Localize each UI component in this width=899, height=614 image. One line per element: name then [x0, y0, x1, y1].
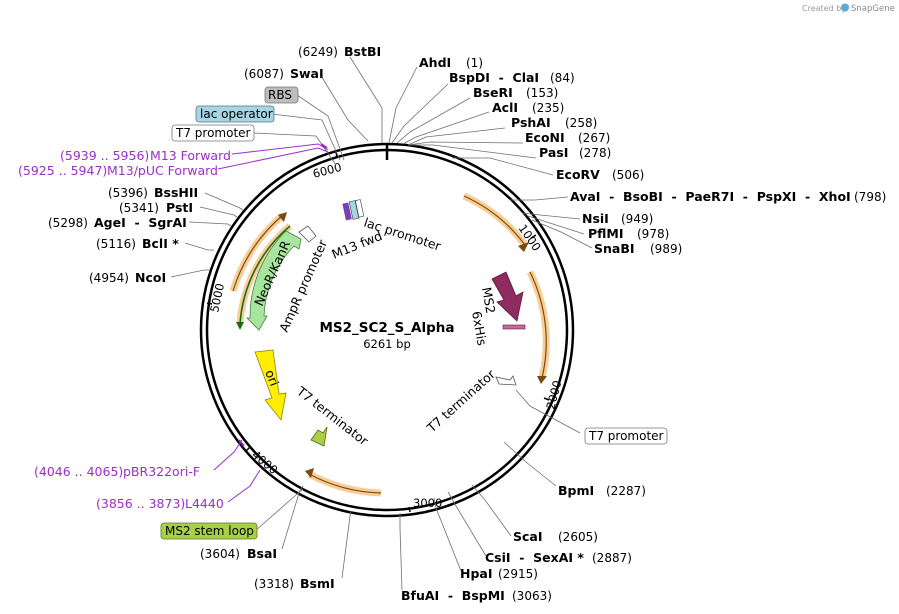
site-pos-pshai: (258)	[565, 116, 597, 130]
site-pos-bseri: (153)	[526, 86, 558, 100]
box-lac-operator-label: lac operator	[200, 107, 273, 121]
neor-kanr-arrow	[246, 230, 302, 331]
primer-pbr322ori-f: pBR322ori-F	[123, 464, 200, 479]
box-t7-promoter-right-label: T7 promoter	[588, 429, 664, 443]
site-pos-bspdi-clai: (84)	[550, 71, 575, 85]
primers: (5939 .. 5956) M13 Forward (5925 .. 5947…	[18, 148, 231, 511]
tick-label-5000: 5000	[207, 282, 227, 314]
primer-m13-forward: M13 Forward	[150, 148, 231, 163]
site-econi: EcoNI	[525, 130, 565, 145]
site-pos-ecorv: (506)	[612, 168, 644, 182]
site-scai: ScaI	[513, 529, 543, 544]
site-pos-econi: (267)	[578, 131, 610, 145]
site-pos-bsai: (3604)	[200, 547, 240, 561]
box-lac-operator	[195, 105, 275, 123]
feature-t7-terminator-left: T7 terminator	[293, 383, 371, 449]
box-rbs-label: RBS	[268, 88, 292, 102]
site-bsai: BsaI	[247, 546, 277, 561]
primer-range-m13-forward: (5939 .. 5956)	[60, 148, 149, 163]
site-pflmi: PflMI	[588, 226, 624, 241]
site-hpai: HpaI	[460, 566, 493, 581]
site-pos-bsmi: (3318)	[254, 577, 294, 591]
box-ms2-stem-loop-label: MS2 stem loop	[165, 524, 254, 538]
site-acli: AclI	[492, 100, 518, 115]
site-snabi: SnaBI	[594, 241, 635, 256]
site-pos-acli: (235)	[532, 101, 564, 115]
site-pos-pflmi: (978)	[637, 227, 669, 241]
watermark-brand: SnapGene	[851, 4, 895, 14]
site-pos-ncoi: (4954)	[89, 271, 129, 285]
site-ecorv: EcoRV	[556, 167, 600, 182]
ampr-promoter-arrow	[298, 225, 317, 243]
site-bcli: BclI *	[142, 236, 179, 251]
site-swai: SwaI	[290, 66, 324, 81]
primer-range-m13-puc-forward: (5925 .. 5947)	[18, 163, 107, 178]
site-agei-sgrai: AgeI - SgrAI	[94, 215, 187, 230]
ori-arrow	[254, 349, 287, 421]
site-bsshii: BssHII	[154, 185, 198, 200]
site-pos-bsshii: (5396)	[108, 186, 148, 200]
boxed-features: RBS lac operator T7 promoter T7 promoter…	[160, 86, 668, 540]
site-nsii: NsiI	[582, 211, 609, 226]
site-pos-bcli: (5116)	[96, 237, 136, 251]
leader-lines	[170, 56, 593, 591]
site-pasi: PasI	[539, 145, 568, 160]
box-ms2-stem-loop	[160, 522, 258, 540]
primer-m13-puc-forward: M13/pUC Forward	[107, 163, 218, 178]
feature-6xhis: 6xHis	[469, 310, 490, 347]
site-pos-bstbi: (6249)	[298, 45, 338, 59]
site-pos-scai: (2605)	[558, 530, 598, 544]
site-bstbi: BstBI	[344, 44, 381, 59]
box-t7-promoter-top	[171, 124, 255, 142]
feature-ori: ori	[262, 368, 282, 389]
primer-l4440: L4440	[185, 496, 224, 511]
site-pos-ahdi: (1)	[466, 56, 483, 70]
plasmid-name: MS2_SC2_S_Alpha	[319, 320, 454, 336]
site-pos-hpai: (2915)	[498, 567, 538, 581]
site-pos-csii-sexai: (2887)	[592, 551, 632, 565]
primer-leaders	[213, 143, 329, 503]
box-t7-promoter-right	[584, 427, 668, 445]
lac-promoter-cluster	[342, 199, 365, 221]
feature-t7-terminator-right: T7 terminator	[423, 366, 498, 436]
watermark-created-by: Created by	[802, 4, 846, 13]
site-pos-psti: (5341)	[119, 201, 159, 215]
site-pos-pasi: (278)	[579, 146, 611, 160]
site-csii-sexai: CsiI - SexAI *	[485, 550, 584, 565]
orf-arrows	[229, 192, 550, 497]
site-psti: PstI	[166, 200, 193, 215]
site-bseri: BseRI	[473, 85, 513, 100]
site-pshai: PshAI	[511, 115, 551, 130]
site-pos-avai-group: (798)	[854, 190, 886, 204]
site-bsmi: BsmI	[300, 576, 335, 591]
primer-range-l4440: (3856 .. 3873)	[96, 496, 185, 511]
restriction-sites: (6249) BstBI (6087) SwaI AhdI (1) BspDI …	[48, 44, 886, 603]
t7-terminator-right-icon	[495, 375, 517, 386]
site-avai-group: AvaI - BsoBI - PaeR7I - PspXI - XhoI	[570, 189, 851, 204]
t7-terminator-left-icon	[310, 426, 328, 447]
tick-label-6000: 6000	[311, 160, 343, 181]
box-t7-promoter-top-label: T7 promoter	[175, 126, 251, 140]
snapgene-logo-icon	[841, 3, 849, 12]
site-ahdi: AhdI	[419, 55, 451, 70]
site-bspdi-clai: BspDI - ClaI	[449, 70, 539, 85]
site-bfuai-bspmi: BfuAI - BspMI	[401, 588, 505, 603]
6xhis-tag	[502, 324, 526, 330]
site-pos-agei-sgrai: (5298)	[48, 216, 88, 230]
site-pos-bfuai-bspmi: (3063)	[512, 589, 552, 603]
feature-ms2: MS2	[479, 286, 498, 315]
site-ncoi: NcoI	[135, 270, 166, 285]
primer-range-pbr322ori-f: (4046 .. 4065)	[34, 464, 123, 479]
site-pos-nsii: (949)	[621, 212, 653, 226]
site-pos-bpmi: (2287)	[606, 484, 646, 498]
site-pos-swai: (6087)	[244, 67, 284, 81]
ms2-arrow	[491, 271, 524, 322]
site-bpmi: BpmI	[558, 483, 594, 498]
plasmid-size: 6261 bp	[363, 337, 411, 351]
box-rbs	[264, 86, 299, 104]
tick-label-3000: 3000	[413, 496, 442, 510]
feature-m13-fwd: M13 fwd	[330, 228, 385, 262]
site-pos-snabi: (989)	[650, 242, 682, 256]
